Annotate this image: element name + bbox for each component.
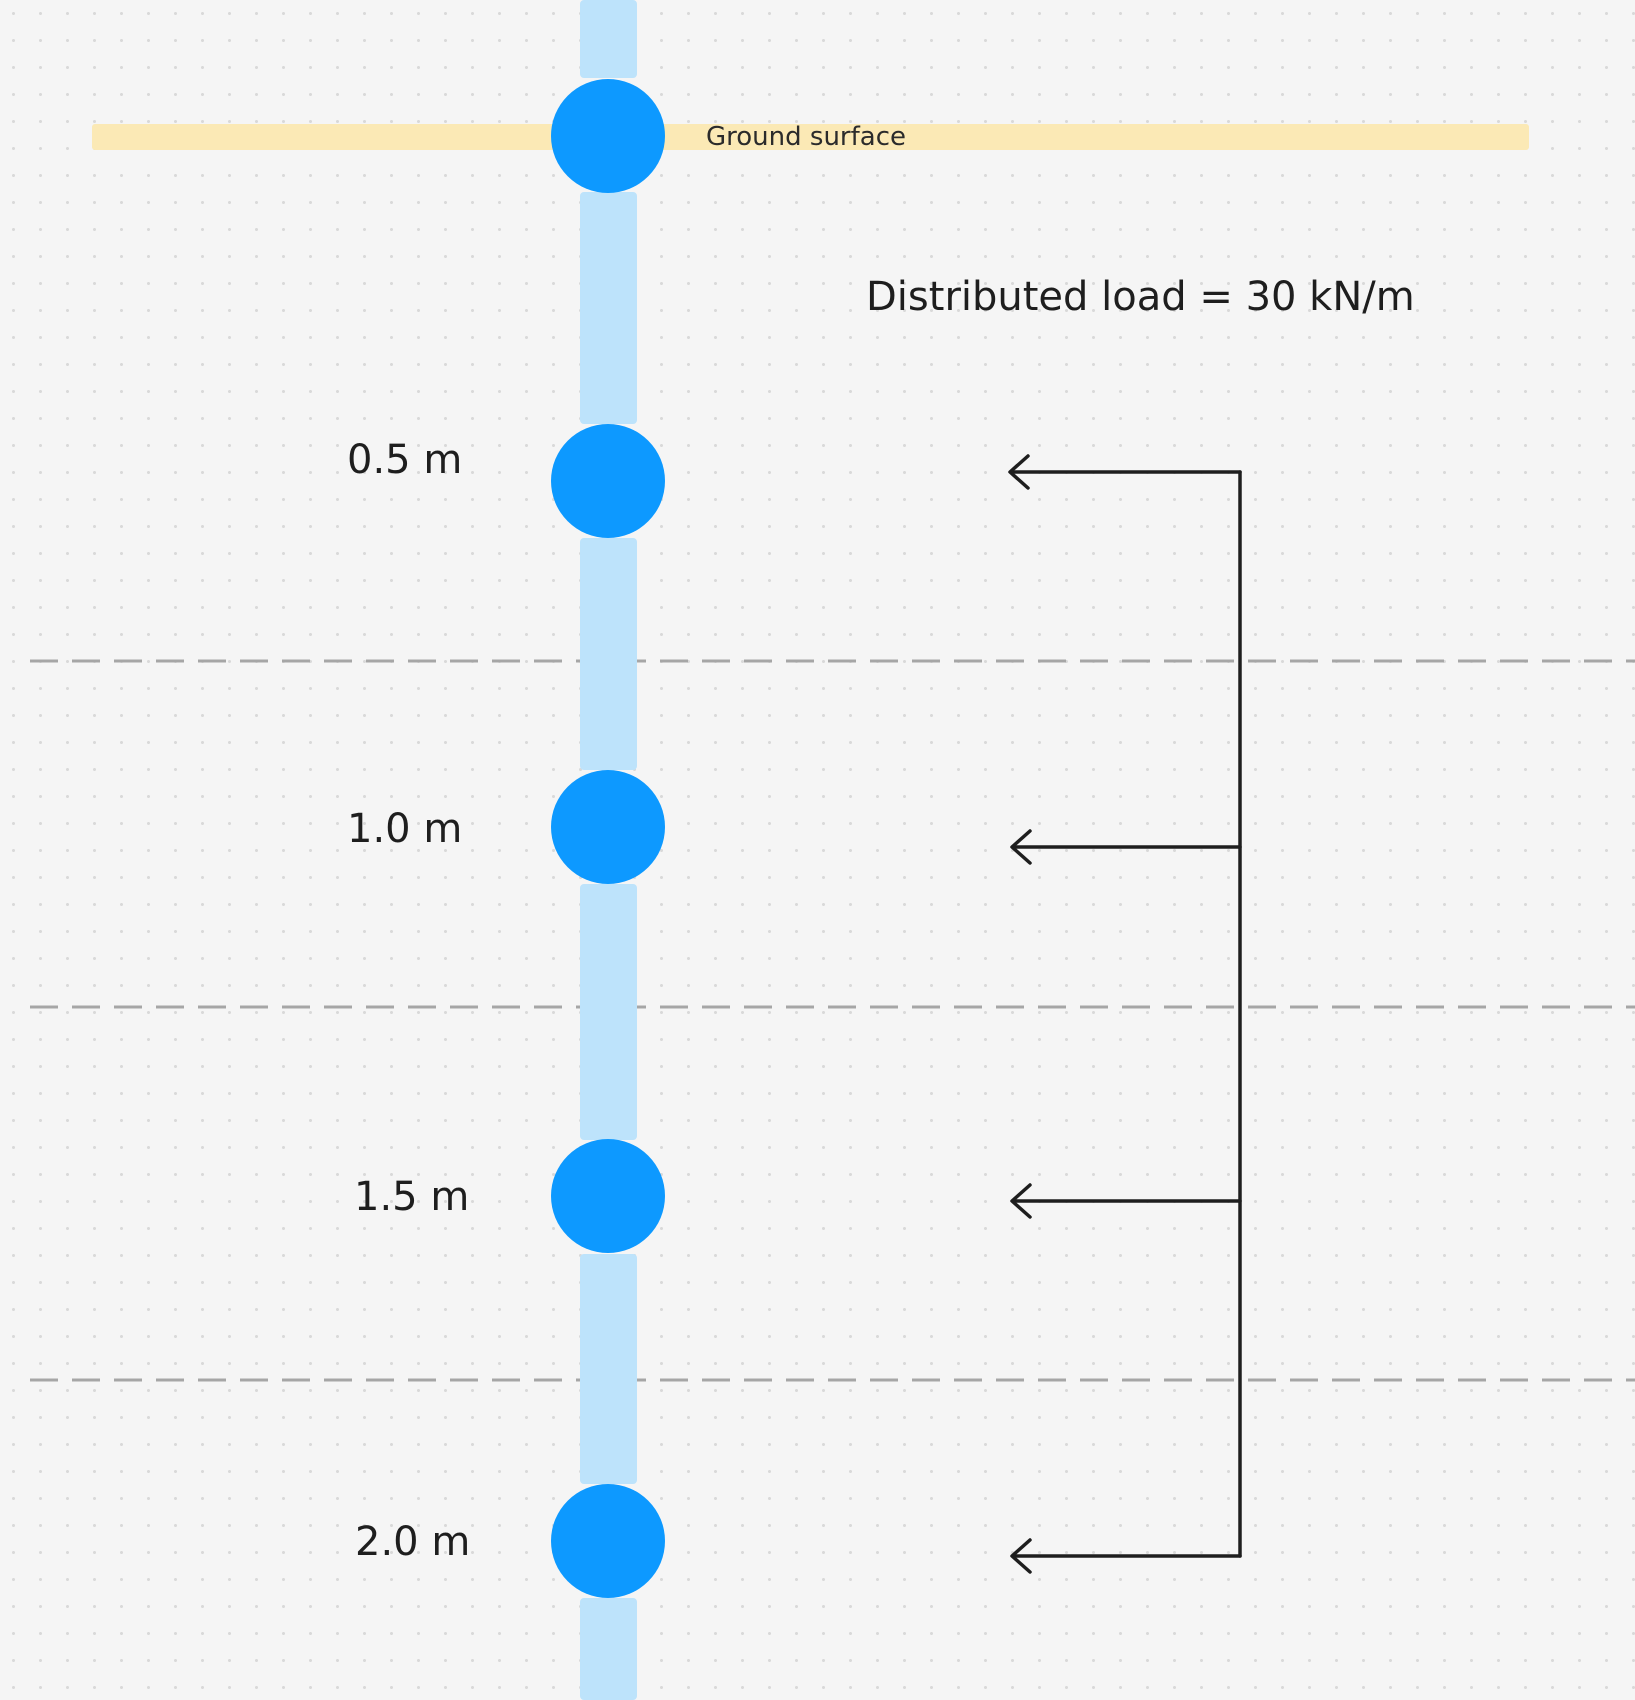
distributed-load-label: Distributed load = 30 kN/m <box>866 274 1415 320</box>
ground-surface-label: Ground surface <box>706 122 906 152</box>
pile-segment <box>580 538 637 770</box>
pile-segment <box>580 192 637 424</box>
load-arrow-head-icon <box>1010 1183 1032 1219</box>
depth-label-2-0m: 2.0 m <box>355 1519 471 1565</box>
depth-label-1-0m: 1.0 m <box>347 806 463 852</box>
pile-node-1-0m <box>551 770 665 884</box>
depth-label-0-5m: 0.5 m <box>347 437 463 483</box>
pile-node-1-5m <box>551 1139 665 1253</box>
pile-node-0-5m <box>551 424 665 538</box>
pile-segment <box>580 884 637 1140</box>
load-arrow-head-icon <box>1010 829 1032 865</box>
load-arrow-head-icon <box>1008 454 1030 490</box>
pile-node-ground <box>551 79 665 193</box>
pile-segment <box>580 1598 637 1700</box>
depth-label-1-5m: 1.5 m <box>354 1174 470 1220</box>
pile-segment <box>580 1254 637 1484</box>
ground-surface-band <box>92 124 1529 150</box>
load-arrow-head-icon <box>1010 1538 1032 1574</box>
pile-node-2-0m <box>551 1484 665 1598</box>
pile-segment <box>580 0 637 78</box>
